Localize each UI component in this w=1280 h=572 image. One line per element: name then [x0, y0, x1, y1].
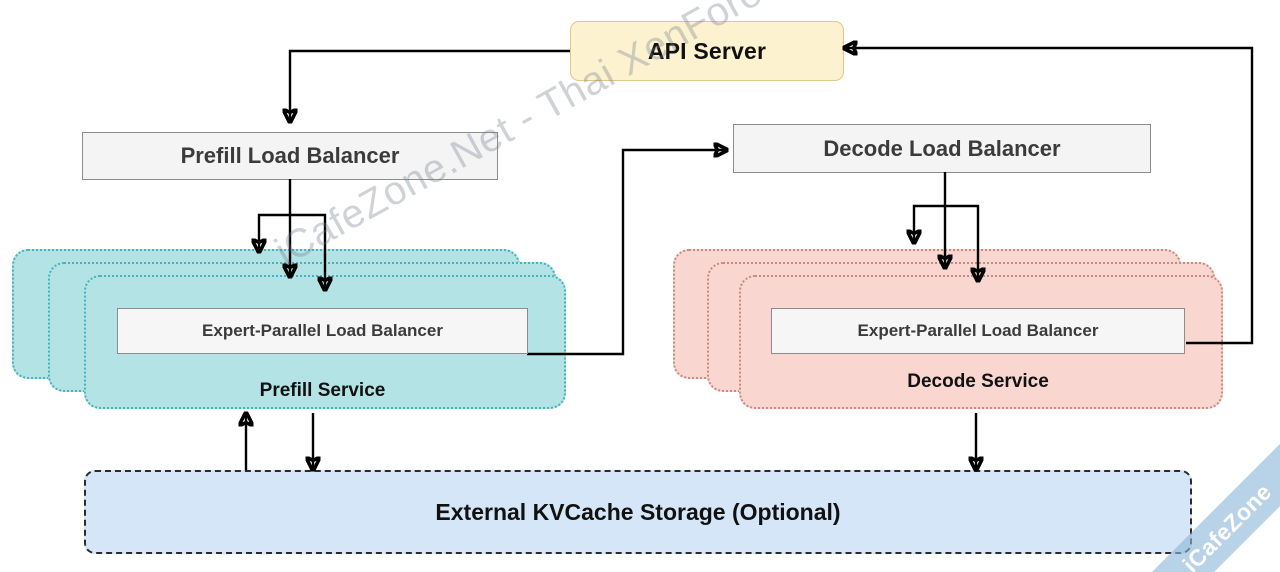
prefill-load-balancer-label: Prefill Load Balancer — [180, 143, 400, 168]
decode-service-label: Decode Service — [907, 371, 1049, 392]
edge-decode-lb-branch-left — [914, 204, 945, 243]
prefill-eplb-label: Expert-Parallel Load Balancer — [202, 321, 443, 340]
decode-load-balancer-label: Decode Load Balancer — [823, 135, 1061, 161]
external-kvcache-storage-node[interactable]: External KVCache Storage (Optional) — [84, 470, 1192, 554]
decode-load-balancer-node[interactable]: Decode Load Balancer — [733, 124, 1151, 173]
prefill-service-label: Prefill Service — [259, 380, 386, 401]
corner-watermark-label: iCafeZone — [1177, 478, 1277, 572]
prefill-load-balancer-node[interactable]: Prefill Load Balancer — [82, 132, 498, 180]
api-server-label: API Server — [647, 37, 767, 64]
edge-prefill-lb-branch-left — [259, 213, 290, 252]
kvcache-label: External KVCache Storage (Optional) — [435, 498, 841, 525]
api-server-node[interactable]: API Server — [570, 21, 844, 81]
decode-expert-parallel-load-balancer[interactable]: Expert-Parallel Load Balancer — [771, 308, 1185, 354]
prefill-expert-parallel-load-balancer[interactable]: Expert-Parallel Load Balancer — [117, 308, 528, 354]
edge-api-to-prefill-lb — [290, 49, 570, 122]
decode-eplb-label: Expert-Parallel Load Balancer — [857, 321, 1099, 340]
